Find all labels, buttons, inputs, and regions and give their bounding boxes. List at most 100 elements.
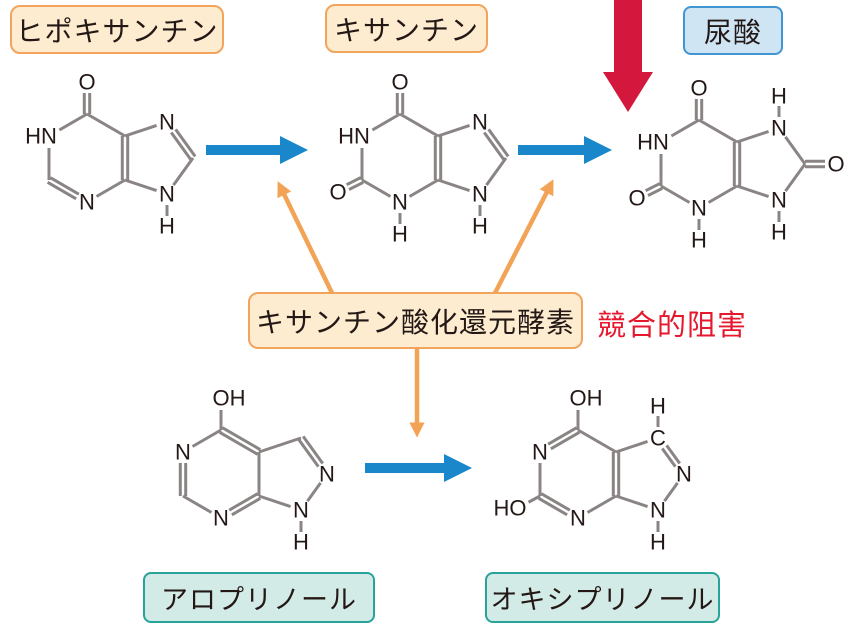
- bond: [46, 181, 77, 201]
- atom-label: HN: [25, 124, 57, 149]
- atom-label: HO: [494, 496, 527, 521]
- bond: [371, 112, 401, 132]
- atom-label: N: [771, 188, 787, 213]
- atom-label: O: [391, 70, 408, 95]
- bond: [124, 124, 158, 138]
- atom-label: N: [676, 462, 692, 487]
- allopurinol-label: アロプリノール: [161, 585, 357, 615]
- atom-label: OH: [570, 386, 603, 411]
- atom-label: N: [159, 182, 175, 207]
- bond: [661, 447, 677, 468]
- bond: [615, 494, 649, 508]
- bond: [258, 436, 302, 454]
- atom-label: N: [650, 498, 666, 523]
- bond: [586, 494, 617, 514]
- bond: [231, 497, 262, 517]
- atom-label: N: [771, 116, 787, 141]
- atom-label: H: [650, 394, 666, 419]
- enzyme-label: キサンチン酸化還元酵素: [255, 306, 575, 338]
- bond: [527, 494, 541, 504]
- atom-label: N: [691, 196, 707, 221]
- bond: [348, 181, 364, 191]
- bond: [736, 130, 770, 144]
- bond: [86, 112, 126, 138]
- bond: [172, 157, 195, 186]
- atom-label: O: [827, 152, 844, 177]
- atom-label: N: [159, 110, 175, 135]
- bond: [437, 124, 471, 138]
- atom-label: N: [79, 190, 95, 215]
- atom-label: N: [293, 498, 309, 523]
- atom-label: O: [628, 186, 645, 211]
- competitive-inhibition-label: 競合的阻害: [597, 310, 748, 342]
- atom-label: HN: [338, 124, 370, 149]
- bond: [483, 131, 506, 161]
- bond: [49, 176, 80, 196]
- bond: [408, 178, 439, 198]
- bond: [670, 118, 700, 138]
- xanthine-label: キサンチン: [333, 14, 479, 46]
- bond: [191, 428, 222, 448]
- xanthine-label-box: キサンチン: [325, 4, 488, 53]
- atom-label: N: [392, 190, 408, 215]
- atom-label: O: [78, 70, 95, 95]
- bond: [537, 497, 568, 517]
- atom-label: H: [691, 228, 707, 253]
- hypoxanthine-label: ヒポキサンチン: [15, 15, 219, 47]
- atom-label: N: [319, 462, 335, 487]
- bond: [124, 178, 158, 192]
- atom-label: C: [650, 426, 666, 451]
- allopurinol-label-box: アロプリノール: [143, 572, 375, 623]
- oxypurinol-label-box: オキシプリノール: [485, 572, 720, 623]
- bond: [784, 136, 807, 165]
- atom-label: H: [472, 214, 488, 239]
- bond: [487, 128, 510, 158]
- bond: [663, 482, 679, 502]
- atom-label: HN: [637, 130, 669, 155]
- atom-label: H: [771, 84, 787, 109]
- bond: [361, 178, 392, 198]
- bond: [665, 444, 681, 465]
- atom-label: N: [472, 182, 488, 207]
- atom-label: N: [472, 110, 488, 135]
- bond: [95, 178, 126, 198]
- bond: [577, 428, 617, 454]
- enzyme-label-box: キサンチン酸化還元酵素: [248, 292, 583, 349]
- bond: [182, 494, 213, 514]
- bond: [615, 440, 649, 454]
- bond: [345, 176, 362, 187]
- atom-label: N: [532, 440, 548, 465]
- atom-label: O: [329, 180, 346, 205]
- bond: [784, 163, 807, 192]
- bond: [736, 184, 770, 198]
- bond: [647, 187, 663, 197]
- atom-label: N: [213, 506, 229, 531]
- atom-label: H: [392, 222, 408, 247]
- bond: [698, 118, 738, 144]
- atom-label: O: [690, 76, 707, 101]
- bond: [258, 494, 292, 508]
- bond: [221, 426, 262, 451]
- bond: [306, 482, 322, 502]
- uric-acid-label: 尿酸: [703, 16, 762, 48]
- atom-label: N: [175, 440, 191, 465]
- bond: [399, 112, 439, 138]
- atom-label: H: [650, 530, 666, 555]
- uric-acid-label-box: 尿酸: [683, 6, 783, 55]
- atom-label: H: [771, 220, 787, 245]
- bond: [170, 131, 193, 161]
- atom-label: H: [293, 530, 309, 555]
- bond: [58, 112, 88, 132]
- bond: [301, 435, 324, 465]
- bond: [540, 492, 571, 512]
- bond: [437, 178, 471, 192]
- reaction-arrow-allopurinol-to-oxypurinol: [365, 454, 472, 482]
- bond: [550, 431, 581, 451]
- bond: [174, 128, 197, 158]
